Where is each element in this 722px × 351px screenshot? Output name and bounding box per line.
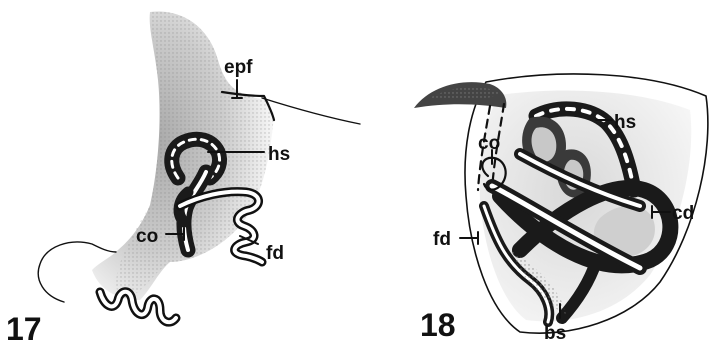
fig17-label-hs: hs [268, 144, 290, 165]
fig17-label-co: co [136, 226, 158, 247]
fig17-outline-right [262, 98, 360, 124]
figure-number-18: 18 [420, 307, 456, 343]
figure-18: hs co cd fd bs 18 [414, 74, 708, 344]
fig17-label-fd: fd [266, 243, 284, 264]
fig17-label-epf: epf [224, 57, 253, 78]
figure-number-17: 17 [6, 311, 42, 347]
fig18-label-hs: hs [614, 112, 636, 133]
fig18-leader-fd [460, 232, 478, 244]
fig18-label-co: co [478, 133, 500, 154]
figure-17: epf hs fd co 17 [6, 12, 360, 347]
fig18-label-bs: bs [544, 323, 566, 344]
fig18-label-cd: cd [672, 203, 694, 224]
fig18-label-fd: fd [433, 229, 451, 250]
